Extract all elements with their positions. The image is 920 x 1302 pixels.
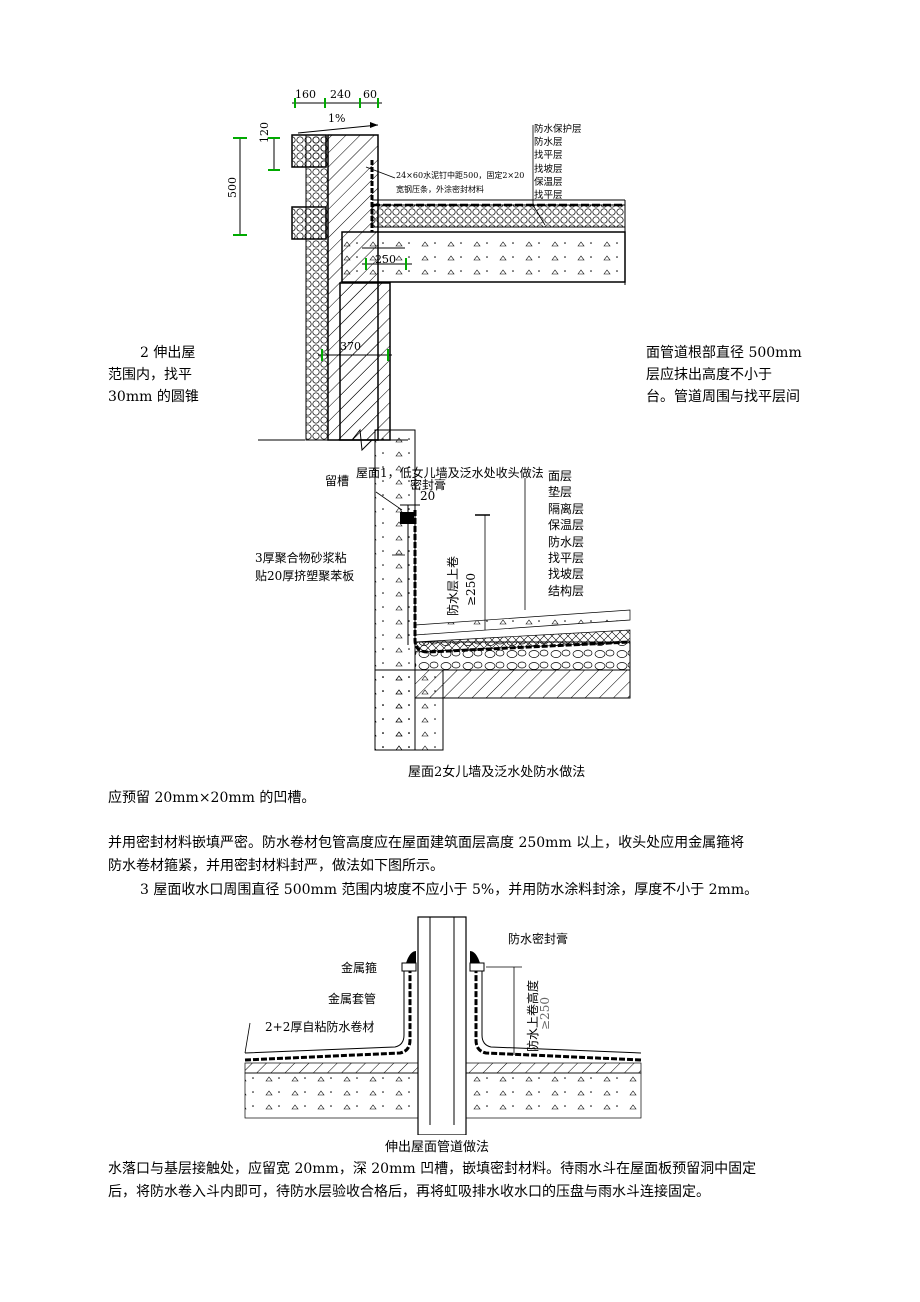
paragraph-line: 后，将防水卷入斗内即可，待防水层验收合格后，再将虹吸排水收水口的压盘与雨水斗连接… <box>108 1184 710 1200</box>
fig3-caption: 伸出屋面管道做法 <box>385 1140 490 1155</box>
hoop-label: 金属箍 <box>341 961 378 975</box>
membrane-label: 2+2厚自粘防水卷材 <box>265 1020 375 1034</box>
fig1-layer: 防水层 <box>534 137 563 149</box>
roof-insulation <box>371 204 626 228</box>
board-label-2: 贴20厚挤塑聚苯板 <box>255 569 355 583</box>
dim-370: 370 <box>340 340 361 353</box>
wrap-left-3: 30mm 的圆锥 <box>108 389 199 405</box>
fig2-layer: 垫层 <box>548 485 573 500</box>
fig2-layer: 找坡层 <box>548 567 585 582</box>
fig2-layer: 隔离层 <box>548 501 585 516</box>
paragraph-line: 水落口与基层接触处，应留宽 20mm，深 20mm 凹槽，嵌填密封材料。待雨水斗… <box>108 1161 757 1177</box>
wrap-left-2: 范围内，找平 <box>108 367 192 383</box>
groove-label: 留槽 <box>325 474 350 488</box>
wrap-right-2: 层应抹出高度不小于 <box>646 367 772 383</box>
board-label-1: 3厚聚合物砂浆粘 <box>255 551 347 565</box>
paragraph-line: 防水卷材箍紧，并用密封材料封严，做法如下图所示。 <box>108 858 444 874</box>
fig1-layer: 找坡层 <box>534 163 563 175</box>
wrap-right-1: 面管道根部直径 500mm <box>646 345 802 361</box>
paragraph-line: 并用密封材料嵌填严密。防水卷材包管高度应在屋面建筑面层高度 250mm 以上，收… <box>108 835 745 851</box>
wrap-left-1: 2 伸出屋 <box>140 345 196 361</box>
fig1-layer: 防水保护层 <box>534 124 582 135</box>
roof-slab <box>341 231 626 283</box>
fig1-layer-list: 防水保护层 防水层 找平层 找坡层 保温层 找平层 <box>534 123 582 202</box>
nail-note-2: 宽钢压条，外涂密封材料 <box>396 185 484 194</box>
figure-1-parapet-detail <box>233 98 626 452</box>
dim-160: 160 <box>295 88 316 101</box>
dim-60: 60 <box>363 88 377 101</box>
label-membrane-up: 防水层上卷 <box>446 555 460 616</box>
fig2-layer: 保温层 <box>548 518 585 533</box>
figure-3-pipe-detail <box>244 916 642 1135</box>
fig1-layer: 保温层 <box>534 176 563 188</box>
fig2-layer: 找平层 <box>548 551 585 566</box>
nail-note-1: 24×60水泥钉中距500，固定2×20 <box>396 171 525 180</box>
pipe-dim: ≥250 <box>538 997 552 1030</box>
dim-20: 20 <box>420 489 436 503</box>
wrap-right-3: 台。管道周围与找平层间 <box>646 389 800 405</box>
paragraph-line: 3 屋面收水口周围直径 500mm 范围内坡度不应小于 5%，并用防水涂料封涂，… <box>140 882 759 898</box>
dim-250: 250 <box>375 253 396 266</box>
sleeve-label: 金属套管 <box>328 992 377 1006</box>
fig2-layer: 防水层 <box>548 534 585 549</box>
dim-240: 240 <box>330 88 351 101</box>
slope-label: 1% <box>328 112 346 125</box>
dim-ge-250: ≥250 <box>464 573 478 606</box>
sealant-label: 密封膏 <box>410 478 447 492</box>
fig2-layer: 面层 <box>548 469 573 483</box>
fig1-layer: 找平层 <box>534 150 563 162</box>
fig2-caption: 屋面2女儿墙及泛水处防水做法 <box>408 765 586 780</box>
fig2-layer-list: 面层 垫层 隔离层 保温层 防水层 找平层 找坡层 结构层 <box>548 468 584 599</box>
figure-2-parapet-waterproof <box>374 429 631 751</box>
dim-120: 120 <box>258 122 271 143</box>
paragraph-line: 应预留 20mm×20mm 的凹槽。 <box>108 790 316 806</box>
pipe-sealant-label: 防水密封膏 <box>508 932 569 946</box>
parapet-insulation <box>305 134 329 441</box>
fig2-layer: 结构层 <box>548 583 585 598</box>
dim-500: 500 <box>226 177 239 198</box>
fig1-layer: 找平层 <box>534 190 563 202</box>
